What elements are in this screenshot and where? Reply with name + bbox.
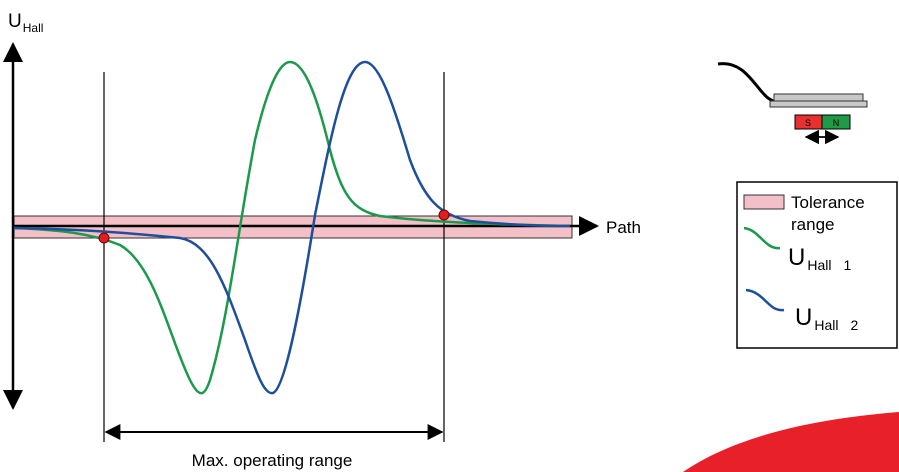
magnet-north-label: N bbox=[833, 118, 840, 128]
accent-corner-shape bbox=[683, 412, 899, 472]
legend-tolerance-label: Tolerance range bbox=[791, 193, 869, 234]
sensor-cable bbox=[717, 62, 779, 104]
sensor-base bbox=[769, 100, 868, 108]
legend-tolerance-swatch bbox=[743, 194, 785, 210]
x-axis-label: Path bbox=[606, 218, 641, 237]
y-axis-label: UHall bbox=[8, 11, 43, 35]
hall-sensor-illustration: S N bbox=[717, 62, 868, 145]
magnet-north-pole bbox=[821, 114, 851, 130]
series-uhall-2-curve bbox=[13, 60, 571, 395]
marker-left-crossing bbox=[98, 232, 110, 244]
legend-series-2-swatch bbox=[745, 288, 785, 312]
series-uhall-1-curve bbox=[13, 60, 571, 395]
magnet-south-label: S bbox=[805, 118, 811, 128]
marker-right-crossing bbox=[438, 209, 450, 221]
operating-range-caption: Max. operating range bbox=[192, 451, 353, 470]
sensor-body bbox=[773, 93, 864, 102]
legend-series-1-swatch bbox=[743, 226, 781, 250]
legend-frame bbox=[736, 181, 898, 349]
